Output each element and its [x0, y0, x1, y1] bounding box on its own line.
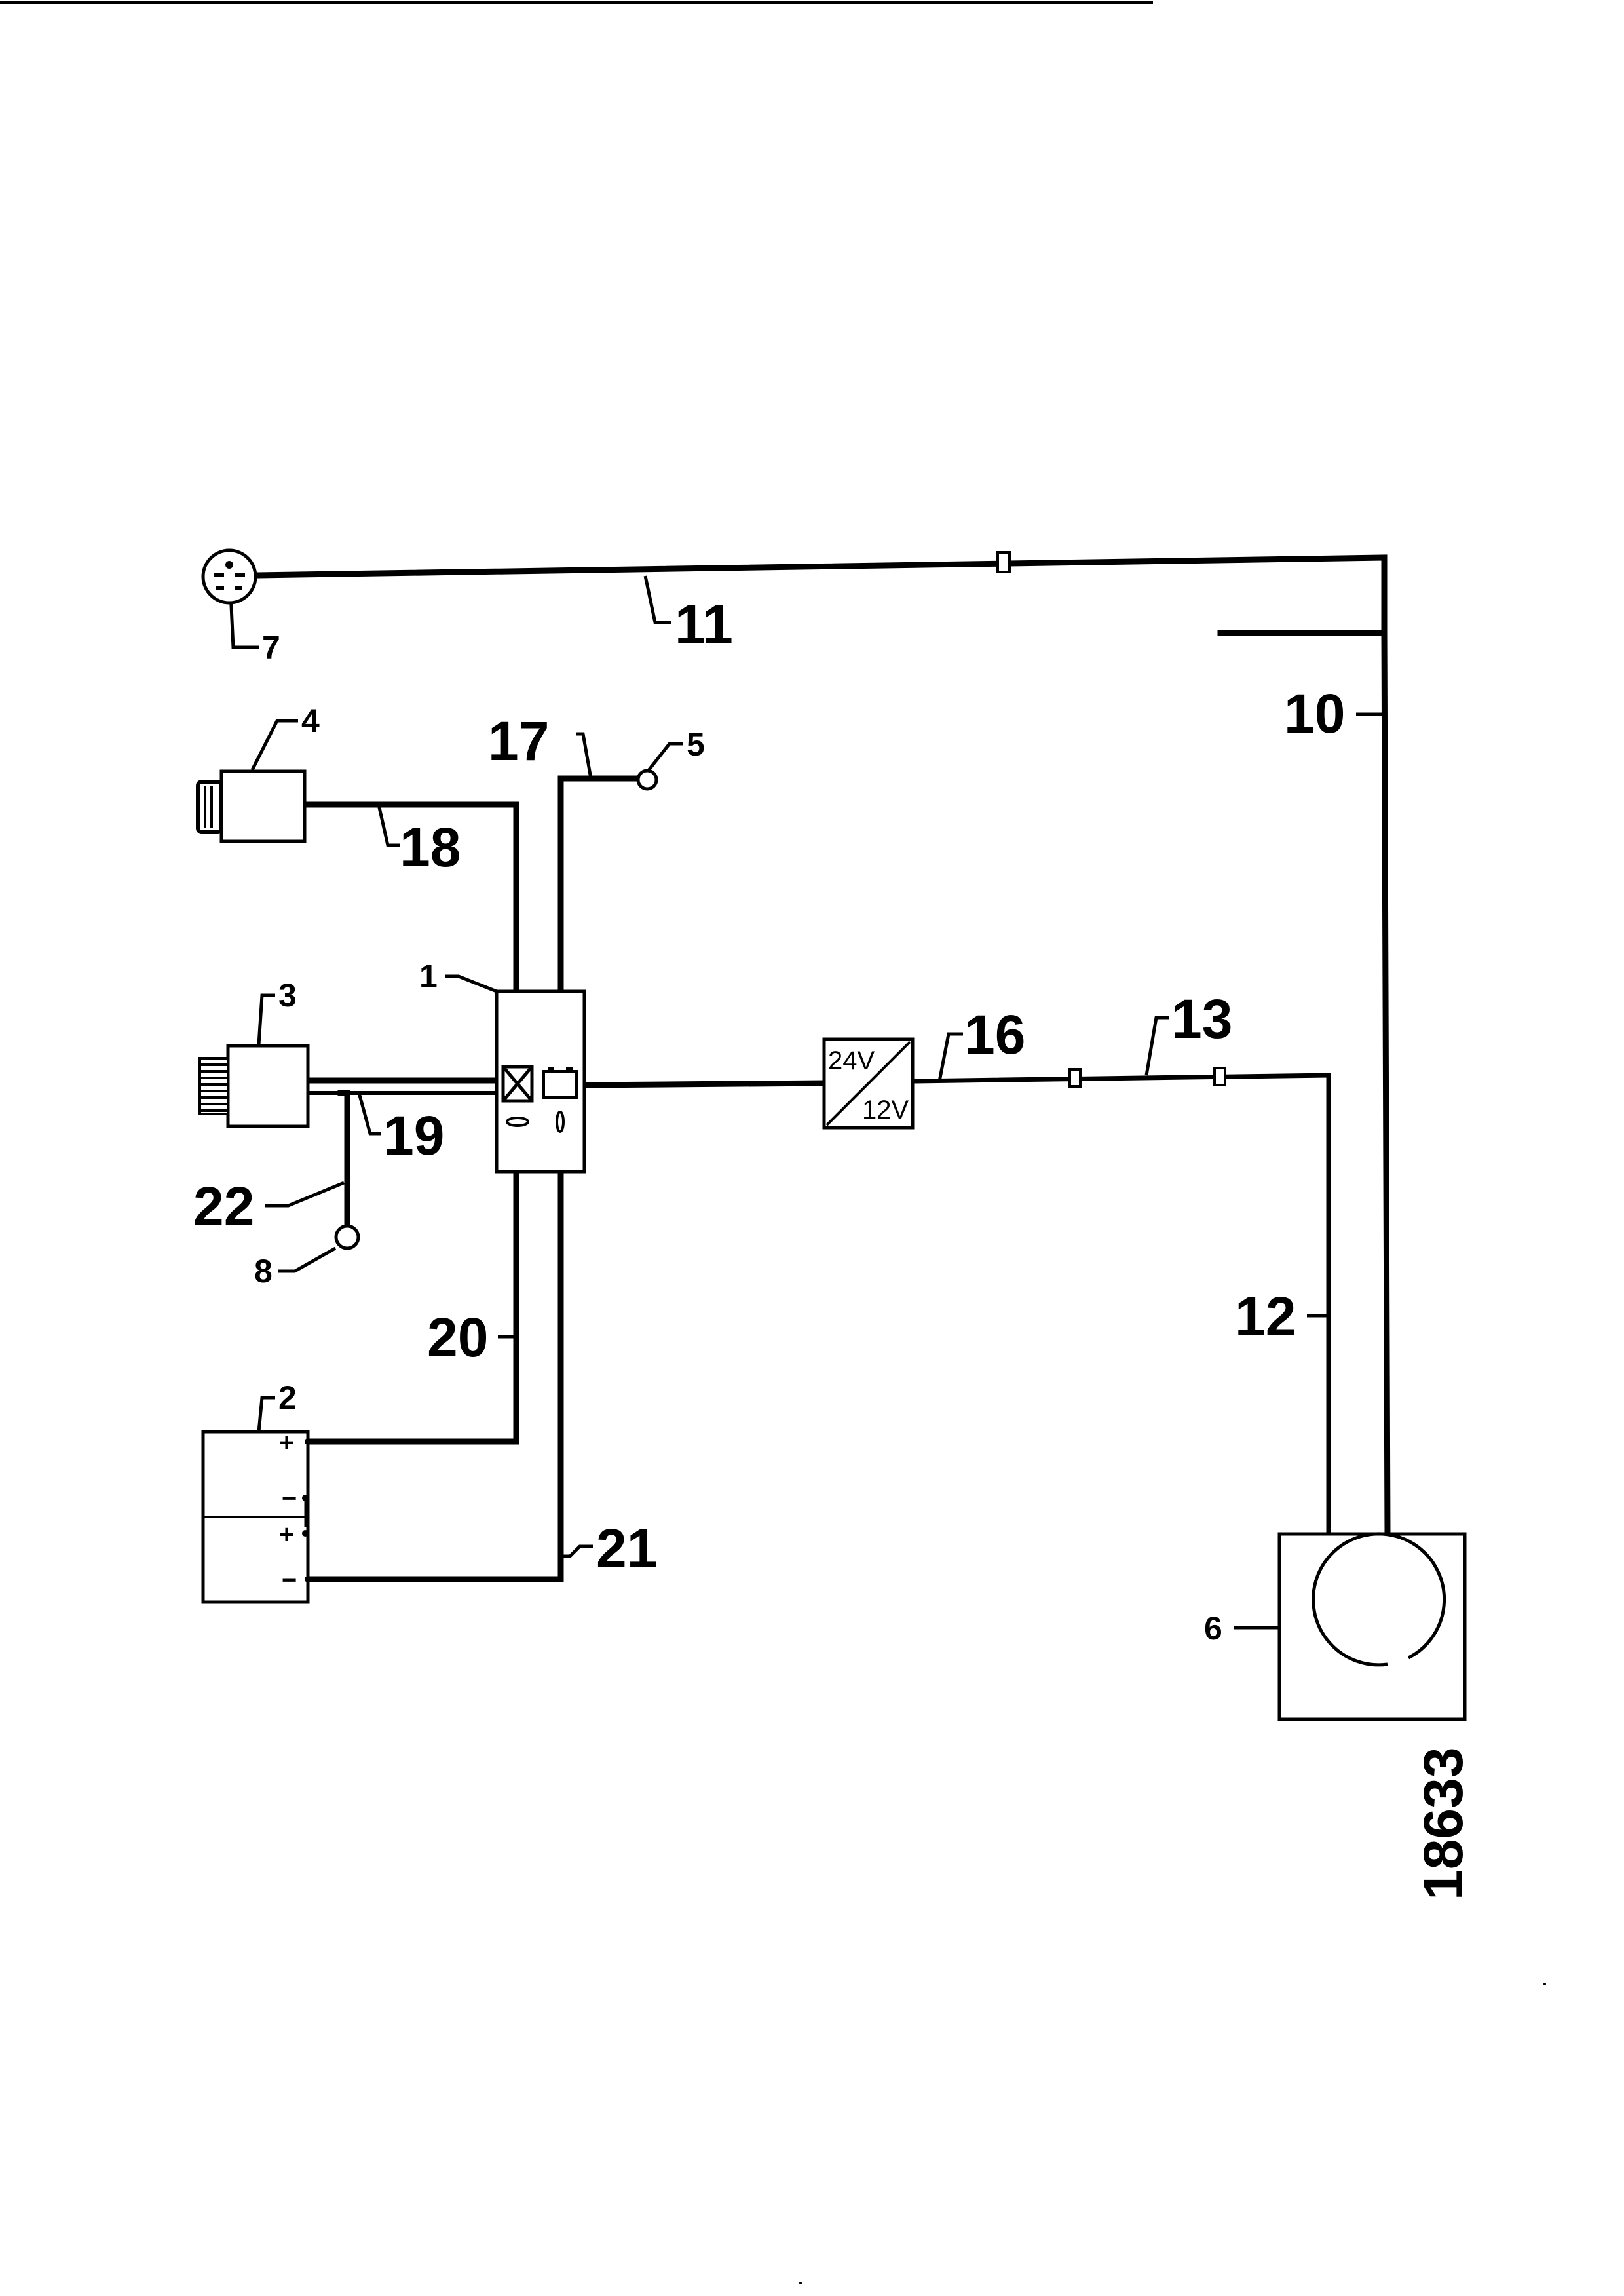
leader-5 — [646, 742, 683, 773]
labels: 11 7 10 4 17 5 18 1 3 19 16 13 22 8 12 2… — [193, 594, 1474, 1900]
label-20: 20 — [427, 1307, 488, 1368]
wire-20 — [305, 1168, 519, 1445]
battery-terminal-2: − — [282, 1484, 297, 1513]
wire-10 — [1381, 630, 1391, 1537]
sensor-8 — [334, 1224, 360, 1250]
label-11: 11 — [675, 594, 733, 655]
label-5: 5 — [687, 726, 705, 763]
leader-22 — [265, 1181, 345, 1208]
leader-13 — [1144, 1016, 1169, 1076]
device-3-gear — [198, 1057, 229, 1115]
connector-wire-11 — [996, 551, 1011, 573]
leader-2 — [257, 1396, 275, 1432]
connector-wire-13-b — [1213, 1067, 1226, 1086]
wire-18 — [301, 801, 519, 995]
label-22: 22 — [193, 1176, 254, 1237]
label-8: 8 — [254, 1253, 273, 1290]
label-6: 6 — [1204, 1610, 1222, 1647]
label-21: 21 — [596, 1518, 657, 1579]
battery-terminal-1: + — [279, 1428, 294, 1457]
leader-17 — [576, 732, 593, 779]
label-17: 17 — [488, 710, 549, 772]
label-19: 19 — [383, 1105, 444, 1166]
label-18: 18 — [400, 816, 461, 878]
socket-7 — [201, 548, 257, 605]
converter-diagonal — [825, 1041, 911, 1126]
wire-11 — [254, 554, 1388, 642]
wire-17 — [557, 775, 642, 995]
figure-number: 18633 — [1412, 1747, 1474, 1900]
battery-2: + − + − — [201, 1428, 311, 1604]
junction-box-1 — [495, 989, 586, 1174]
connectors — [996, 551, 1226, 1088]
sensor-5 — [636, 769, 658, 791]
wire-22 — [337, 1090, 350, 1229]
label-2: 2 — [278, 1379, 297, 1416]
device-4-body — [219, 769, 307, 843]
label-3: 3 — [278, 977, 297, 1014]
label-7: 7 — [262, 629, 280, 666]
speck — [799, 2282, 802, 2284]
label-1: 1 — [419, 958, 438, 995]
converter-input-label: 24V — [828, 1046, 875, 1075]
leader-4 — [250, 719, 298, 771]
leader-8 — [278, 1246, 337, 1273]
wire-16-13 — [910, 1073, 1331, 1537]
device-3 — [198, 1044, 310, 1128]
socket-body — [201, 548, 257, 605]
label-10: 10 — [1284, 683, 1345, 744]
leader-3 — [257, 993, 275, 1045]
device-4 — [196, 769, 307, 843]
leader-1 — [445, 974, 497, 993]
device-3-body — [226, 1044, 310, 1128]
wire-21 — [305, 1168, 564, 1582]
battery-terminal-3: + — [279, 1520, 294, 1549]
device-4-pulley — [196, 780, 223, 834]
label-4: 4 — [301, 702, 320, 739]
leader-21 — [561, 1544, 593, 1558]
wires — [254, 554, 1391, 1582]
leader-18 — [377, 804, 400, 847]
wire-box-to-converter — [581, 1080, 827, 1088]
connector-wire-13-a — [1068, 1068, 1082, 1088]
device-6 — [1277, 1532, 1467, 1721]
label-13: 13 — [1171, 988, 1232, 1050]
voltage-converter: 24V 12V — [822, 1037, 915, 1130]
label-12: 12 — [1235, 1286, 1296, 1347]
leader-lines — [229, 575, 1384, 1630]
label-16: 16 — [964, 1004, 1025, 1065]
leader-11 — [643, 575, 671, 624]
battery-terminal-4: − — [282, 1566, 297, 1595]
speck — [1543, 1983, 1546, 1985]
leader-7 — [229, 591, 259, 649]
converter-output-label: 12V — [862, 1096, 909, 1124]
leader-16 — [937, 1032, 963, 1082]
device-6-circle — [1312, 1532, 1446, 1667]
leader-19 — [357, 1092, 381, 1136]
